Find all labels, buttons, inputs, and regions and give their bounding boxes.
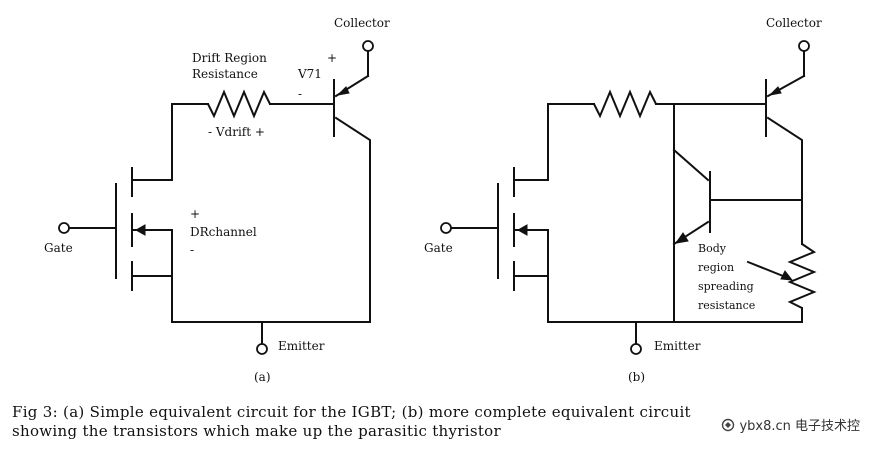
body-resistor — [787, 243, 817, 309]
gate-terminal-b — [440, 222, 452, 234]
watermark: ybx8.cn 电子技术控 — [713, 413, 868, 436]
pnp-collector-leg-b — [766, 116, 803, 201]
npn-collector-leg-b — [672, 148, 710, 182]
drift-resistor-a — [207, 89, 271, 119]
v-plus-a: + — [327, 51, 337, 65]
gate-terminal-a — [58, 222, 70, 234]
dr-plus-a: + — [190, 207, 200, 221]
vdrift-label: - Vdrift + — [208, 125, 265, 139]
collector-label-b: Collector — [766, 16, 822, 30]
emitter-label-b: Emitter — [654, 339, 701, 353]
drift-label-line2: Resistance — [192, 67, 258, 81]
body-label-line3: spreading — [698, 280, 754, 293]
mosfet-body-lead-b — [515, 229, 549, 277]
pnp-emitter-arrow-b — [768, 86, 782, 96]
top-left-wire-b — [515, 103, 595, 181]
sub-label-b: (b) — [628, 370, 645, 384]
mosfet-body-arrow-a — [134, 224, 146, 236]
gate-label-b: Gate — [424, 241, 453, 255]
mosfet-source-lead-b — [515, 275, 549, 323]
emitter-label-a: Emitter — [278, 339, 325, 353]
dr-label-a: DRchannel — [190, 225, 257, 239]
collector-terminal-a — [362, 40, 374, 52]
pnp-collector-leg-a — [334, 116, 371, 323]
caption-line-2: showing the transistors which make up th… — [12, 422, 501, 440]
watermark-text: ybx8.cn 电子技术控 — [739, 419, 860, 434]
top-resistor-b — [593, 89, 657, 119]
emitter-terminal-a — [256, 343, 268, 355]
sub-label-a: (a) — [254, 370, 271, 384]
emitter-terminal-b — [630, 343, 642, 355]
drift-label-line1: Drift Region — [192, 51, 267, 65]
watermark-logo-icon — [722, 418, 735, 431]
v-minus-a: - — [298, 87, 302, 101]
collector-label-a: Collector — [334, 16, 390, 30]
circuit-a: Collector Drift Region Resistance + V71 … — [44, 16, 390, 384]
gate-label-a: Gate — [44, 241, 73, 255]
pnp-emitter-arrow-a — [336, 86, 350, 96]
body-pointer-line — [746, 260, 790, 280]
mosfet-source-lead-a — [133, 275, 173, 323]
mosfet-body-arrow-b — [516, 224, 528, 236]
body-label-line4: resistance — [698, 299, 755, 312]
mosfet-body-lead-a — [133, 229, 173, 277]
dr-minus-a: - — [190, 243, 194, 257]
drift-left-wire-a — [133, 103, 209, 181]
figure-caption: Fig 3: (a) Simple equivalent circuit for… — [12, 403, 872, 441]
caption-line-1: Fig 3: (a) Simple equivalent circuit for… — [12, 403, 691, 421]
body-pointer-arrow — [780, 270, 794, 281]
collector-terminal-b — [798, 40, 810, 52]
body-label-line2: region — [698, 261, 734, 274]
v-label-a: V71 — [297, 67, 322, 81]
circuit-b: Collector Body region spreading resistan… — [424, 16, 822, 384]
body-label-line1: Body — [698, 242, 727, 255]
npn-emitter-arrow-b — [674, 232, 689, 244]
